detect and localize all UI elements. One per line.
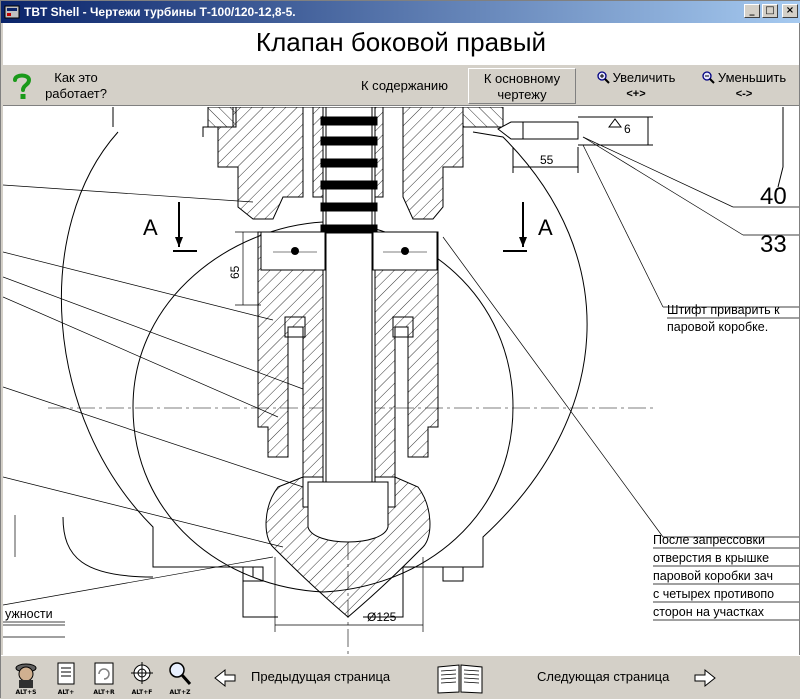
valve-head <box>265 476 431 618</box>
agent-icon <box>15 663 37 688</box>
fit-shortcut: ALT+F <box>131 689 153 696</box>
previous-page-link[interactable]: Предыдущая страница <box>251 669 391 684</box>
question-icon[interactable] <box>11 71 33 101</box>
arrow-left-icon[interactable] <box>213 668 237 688</box>
note-press-line5: сторон на участках <box>653 605 765 619</box>
next-page-link[interactable]: Следующая страница <box>537 669 670 684</box>
pin <box>497 116 653 173</box>
technical-drawing[interactable]: 55 6 65 Ø125 А <box>3 107 799 655</box>
maximize-button[interactable]: □ <box>762 4 778 18</box>
page-title: Клапан боковой правый <box>255 27 547 57</box>
fit-button[interactable]: ALT+F <box>127 660 157 696</box>
dimension-65: 65 <box>228 265 242 279</box>
note-left: ужности <box>5 607 53 621</box>
magnifier-icon <box>169 662 192 685</box>
note-press-line3: паровой коробки зач <box>653 569 773 583</box>
position-number-33: 33 <box>760 231 787 258</box>
navigation-bar: ALT+S ALT+ ALT+R ALT <box>1 655 800 699</box>
note-pin-line2: паровой коробке. <box>667 320 768 334</box>
main-drawing-button[interactable]: К основному чертежу <box>468 68 576 104</box>
book-icon[interactable] <box>435 661 485 695</box>
section-label-left: А <box>143 215 158 240</box>
main-drawing-line2: чертежу <box>497 87 547 102</box>
toc-link[interactable]: К содержанию <box>361 78 448 93</box>
help-link[interactable]: Как это работает? <box>31 70 121 102</box>
note-press-line4: с четырех противопо <box>653 587 774 601</box>
arrow-right-icon[interactable] <box>693 668 717 688</box>
leader-lines <box>3 136 799 638</box>
window-title: TBT Shell - Чертежи турбины Т-100/120-12… <box>24 5 296 19</box>
zoom-shortcut: ALT+Z <box>169 689 191 696</box>
help-label-line1: Как это <box>54 70 98 85</box>
minimize-button[interactable]: _ <box>744 4 760 18</box>
refresh-icon <box>94 662 114 685</box>
note-press-line1: После запрессовки <box>653 533 765 547</box>
zoom-out-icon <box>702 71 715 84</box>
document-button[interactable]: ALT+ <box>51 660 81 696</box>
close-button[interactable]: × <box>782 4 798 18</box>
dimension-55: 55 <box>540 153 554 167</box>
zoom-out-label: Уменьшить <box>717 70 787 85</box>
valve-drawing: 55 6 65 Ø125 А <box>3 107 799 655</box>
document-shortcut: ALT+ <box>57 689 75 696</box>
target-icon <box>131 662 153 684</box>
valve-stem <box>320 107 378 498</box>
section-label-right: А <box>538 215 553 240</box>
zoom-in-button[interactable]: Увеличить <+> <box>588 70 684 102</box>
help-label-line2: работает? <box>45 86 107 101</box>
toolbar: Как это работает? К содержанию К основно… <box>3 65 799 106</box>
zoom-in-label: Увеличить <box>612 70 676 85</box>
document-icon <box>57 662 75 685</box>
dimension-6: 6 <box>624 122 631 136</box>
app-icon <box>4 5 20 19</box>
section-marker-left <box>173 202 197 252</box>
zoom-out-button[interactable]: Уменьшить <-> <box>696 70 792 102</box>
agent-button[interactable]: ALT+S <box>11 660 41 696</box>
note-press-line2: отверстия в крышке <box>653 551 769 565</box>
dimension-diameter: Ø125 <box>367 610 397 624</box>
zoom-in-shortcut: <+> <box>626 88 646 100</box>
main-drawing-line1: К основному <box>483 71 561 86</box>
refresh-button[interactable]: ALT+R <box>89 660 119 696</box>
zoom-out-shortcut: <-> <box>735 88 753 100</box>
zoom-button[interactable]: ALT+Z <box>165 660 195 696</box>
dimension-65-line <box>235 231 261 306</box>
position-number-40: 40 <box>760 183 787 210</box>
agent-shortcut: ALT+S <box>15 689 37 696</box>
title-bar[interactable]: TBT Shell - Чертежи турбины Т-100/120-12… <box>1 1 800 23</box>
note-pin-line1: Штифт приварить к <box>667 303 780 317</box>
zoom-in-icon <box>596 71 610 84</box>
refresh-shortcut: ALT+R <box>93 689 115 696</box>
